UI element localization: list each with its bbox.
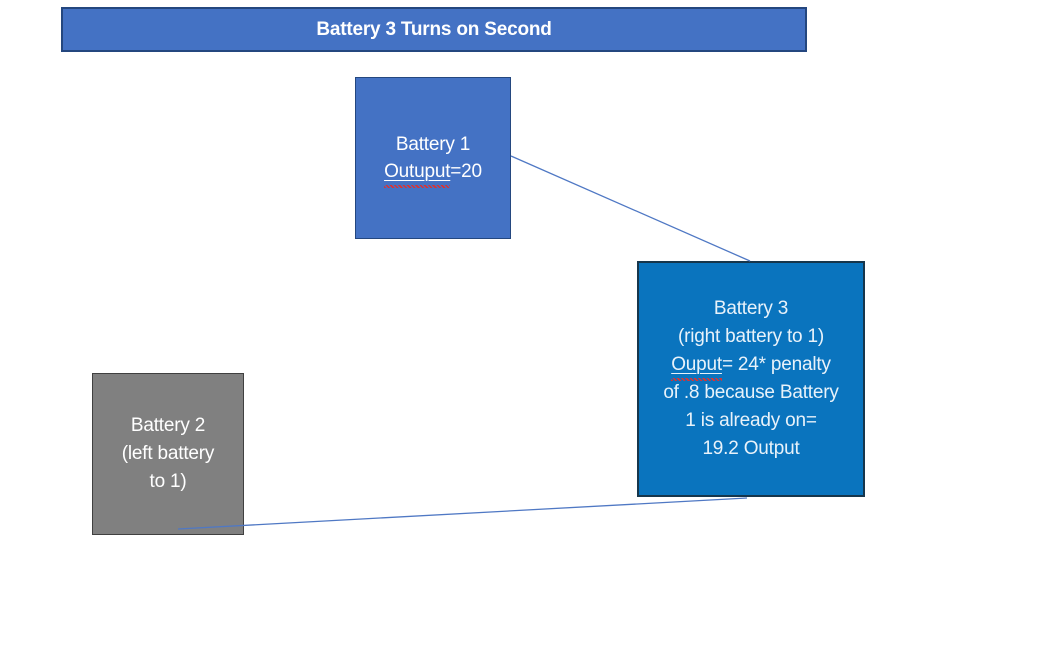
- battery1-output-line: Outuput=20: [384, 158, 482, 185]
- battery2-name: Battery 2: [130, 415, 206, 436]
- node-battery3[interactable]: Battery 3 (right battery to 1) Ouput= 24…: [637, 261, 865, 497]
- battery3-output-rest: = 24* penalty: [721, 354, 831, 375]
- node-battery2[interactable]: Battery 2 (left battery to 1): [92, 373, 244, 535]
- battery1-misspelled-word: Outuput: [384, 161, 451, 182]
- connector-battery1-to-battery3[interactable]: [510, 155, 751, 262]
- battery3-name: Battery 3: [713, 298, 789, 319]
- battery3-misspelled-word: Ouput: [671, 354, 722, 375]
- title-banner[interactable]: Battery 3 Turns on Second: [61, 7, 807, 52]
- battery3-reason-line: 1 is already on=: [685, 410, 817, 431]
- battery3-output-line: Ouput= 24* penalty: [671, 351, 831, 379]
- battery1-name: Battery 1: [395, 134, 471, 155]
- battery3-result-line: 19.2 Output: [702, 438, 800, 459]
- battery3-penalty-line: of .8 because Battery: [663, 382, 839, 403]
- node-battery1[interactable]: Battery 1 Outuput=20: [355, 77, 511, 239]
- connector-battery2-to-battery3[interactable]: [177, 497, 748, 530]
- battery2-subtitle-line2: to 1): [149, 471, 187, 492]
- battery2-subtitle-line1: (left battery: [121, 443, 215, 464]
- battery3-subtitle: (right battery to 1): [678, 326, 824, 347]
- title-text: Battery 3 Turns on Second: [316, 18, 552, 40]
- battery1-output-value: =20: [450, 161, 482, 182]
